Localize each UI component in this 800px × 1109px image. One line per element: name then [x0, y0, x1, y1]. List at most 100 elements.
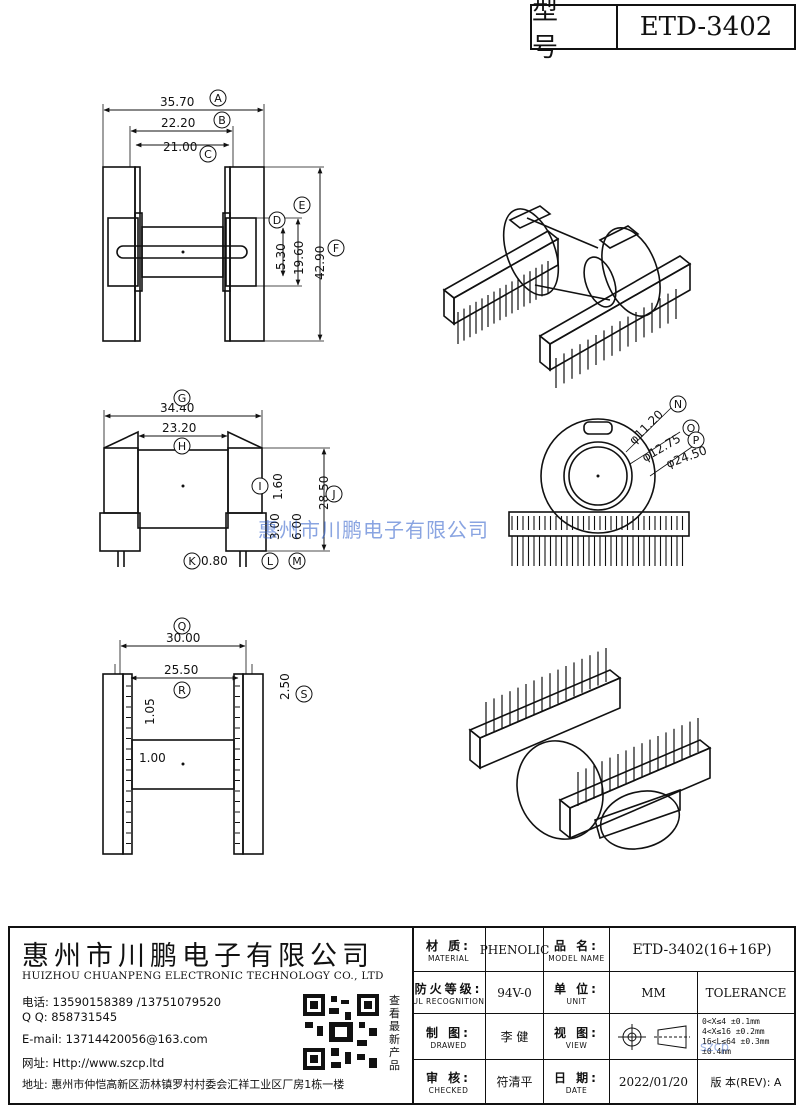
- tolerance-line-3: 16<L≤64 ±0.3mm: [702, 1036, 770, 1046]
- qr-caption: 查看最新产品: [389, 994, 400, 1072]
- ref-circle-c: [199, 145, 217, 163]
- dim-h: 23.20: [162, 421, 196, 435]
- dim-d: 5.30: [274, 243, 288, 270]
- dim-b: 22.20: [161, 116, 195, 130]
- ref-letter-c: C: [204, 148, 212, 161]
- ref-letter-b: B: [218, 114, 226, 127]
- dim-e: 19.60: [292, 241, 306, 275]
- front-view: [508, 406, 703, 537]
- ref-circle-n: [669, 395, 687, 413]
- phone: 电话: 13590158389 /13751079520: [22, 995, 222, 1009]
- ref-letter-m: M: [292, 555, 302, 568]
- flame-value: 94V-0: [497, 985, 532, 1000]
- dim-j: 28.50: [317, 476, 331, 510]
- company-info: 惠州市川鹏电子有限公司 HUIZHOU CHUANPENG ELECTRONIC…: [10, 928, 414, 1103]
- checked-label: 审 核:: [426, 1070, 471, 1085]
- drawn-label: 制 图:: [426, 1025, 471, 1040]
- unit-label-en: UNIT: [566, 996, 587, 1006]
- ref-circle-h: [173, 437, 191, 455]
- drawn-label-en: DRAWED: [430, 1040, 467, 1050]
- ref-circle-i: [251, 477, 269, 495]
- iso-view-1: [442, 205, 692, 372]
- dim-q: 30.00: [166, 631, 200, 645]
- dim-k: 0.80: [201, 554, 228, 568]
- part-label-en: MODEL NAME: [548, 953, 605, 963]
- model-number: ETD-3402: [639, 12, 773, 42]
- ref-circle-d: [268, 211, 286, 229]
- flame-label-en: UL RECOGNITION: [412, 996, 485, 1006]
- drawn-value: 李 健: [500, 1030, 529, 1044]
- ref-circle-l: [261, 552, 279, 570]
- part-label: 品 名:: [554, 938, 599, 953]
- revision: 版 本(REV): A: [710, 1075, 782, 1089]
- spec-table: 材 质: MATERIAL PHENOLIC 品 名: MODEL NAME E…: [412, 928, 794, 1103]
- material-value: PHENOLIC: [479, 942, 550, 957]
- tolerance-line-1: 0<X≤4 ±0.1mm: [702, 1016, 760, 1026]
- website[interactable]: 网址: Http://www.szcp.ltd: [22, 1056, 165, 1070]
- ref-letter-o: O: [687, 422, 696, 435]
- projection-icon: [617, 1023, 690, 1050]
- dim-f: 42.90: [313, 246, 327, 280]
- view-label-en: VIEW: [565, 1040, 588, 1050]
- ref-circle-q: [173, 617, 191, 635]
- ref-circle-b: [213, 111, 231, 129]
- ref-letter-a: A: [214, 92, 222, 105]
- ref-letter-n: N: [674, 398, 682, 411]
- ref-letter-p: P: [693, 434, 700, 447]
- ref-circle-e: [293, 196, 311, 214]
- ref-circle-m: [288, 552, 306, 570]
- part-value: ETD-3402(16+16P): [632, 941, 772, 958]
- watermark: 惠州市川鹏电子有限公司: [258, 518, 489, 542]
- dim-i: 1.60: [271, 473, 285, 500]
- tolerance-line-2: 4<X≤16 ±0.2mm: [702, 1026, 765, 1036]
- dim-c: 21.00: [163, 140, 197, 154]
- ref-letter-l: L: [267, 555, 274, 568]
- ref-letter-j: J: [331, 488, 335, 501]
- iso-view-2: [468, 669, 712, 850]
- dim-pin: 1.00: [139, 751, 166, 765]
- ref-circle-s: [295, 685, 313, 703]
- qq: Q Q: 858731545: [22, 1010, 118, 1024]
- address: 地址: 惠州市仲恺高新区沥林镇罗村村委会汇祥工业区厂房1栋一楼: [22, 1078, 345, 1091]
- view-label: 视 图:: [554, 1025, 599, 1040]
- ref-circle-k: [183, 552, 201, 570]
- tolerance-line-4: ±0.4mm: [702, 1046, 731, 1056]
- qr-code: [301, 992, 381, 1072]
- title-block: 惠州市川鹏电子有限公司 HUIZHOU CHUANPENG ELECTRONIC…: [8, 926, 796, 1105]
- unit-label: 单 位:: [554, 981, 599, 996]
- date-label-en: DATE: [565, 1085, 588, 1095]
- ref-letter-k: K: [188, 555, 196, 568]
- ref-letter-q: Q: [178, 620, 187, 633]
- top-view: [102, 104, 324, 342]
- ref-letter-r: R: [178, 684, 186, 697]
- flame-label: 防火等级:: [414, 981, 483, 996]
- ref-letter-f: F: [333, 242, 339, 255]
- unit-value: MM: [641, 985, 666, 1000]
- date-label: 日 期:: [554, 1070, 599, 1085]
- dim-a: 35.70: [160, 95, 194, 109]
- checked-value: 符清平: [496, 1075, 533, 1089]
- ref-circle-g: [173, 389, 191, 407]
- technical-drawing: 35.70 22.20 21.00 5.30 19.60 42.90 34.40…: [99, 89, 712, 855]
- tolerance-heading: TOLERANCE: [705, 985, 787, 1000]
- dim-s: 2.50: [278, 673, 292, 700]
- checked-label-en: CHECKED: [428, 1085, 469, 1095]
- material-label: 材 质:: [426, 938, 471, 953]
- bottom-view: [102, 640, 264, 855]
- ref-circle-r: [173, 681, 191, 699]
- ref-circle-p: [687, 431, 705, 449]
- dim-pitch: 1.05: [143, 698, 157, 725]
- ref-circle-a: [209, 89, 227, 107]
- site-watermark: szcp: [700, 1040, 729, 1055]
- ref-circle-f: [327, 239, 345, 257]
- company-name-en: HUIZHOU CHUANPENG ELECTRONIC TECHNOLOGY …: [22, 970, 384, 982]
- ref-letter-e: E: [299, 199, 306, 212]
- dim-m: 6.00: [290, 513, 304, 540]
- ref-letter-g: G: [178, 392, 187, 405]
- company-name-cn: 惠州市川鹏电子有限公司: [22, 941, 374, 972]
- ref-circle-j: [325, 485, 343, 503]
- projection-symbol: [610, 1014, 698, 1060]
- date-value: 2022/01/20: [618, 1074, 689, 1089]
- email[interactable]: E-mail: 13714420056@163.com: [22, 1032, 208, 1046]
- ref-letter-h: H: [178, 440, 186, 453]
